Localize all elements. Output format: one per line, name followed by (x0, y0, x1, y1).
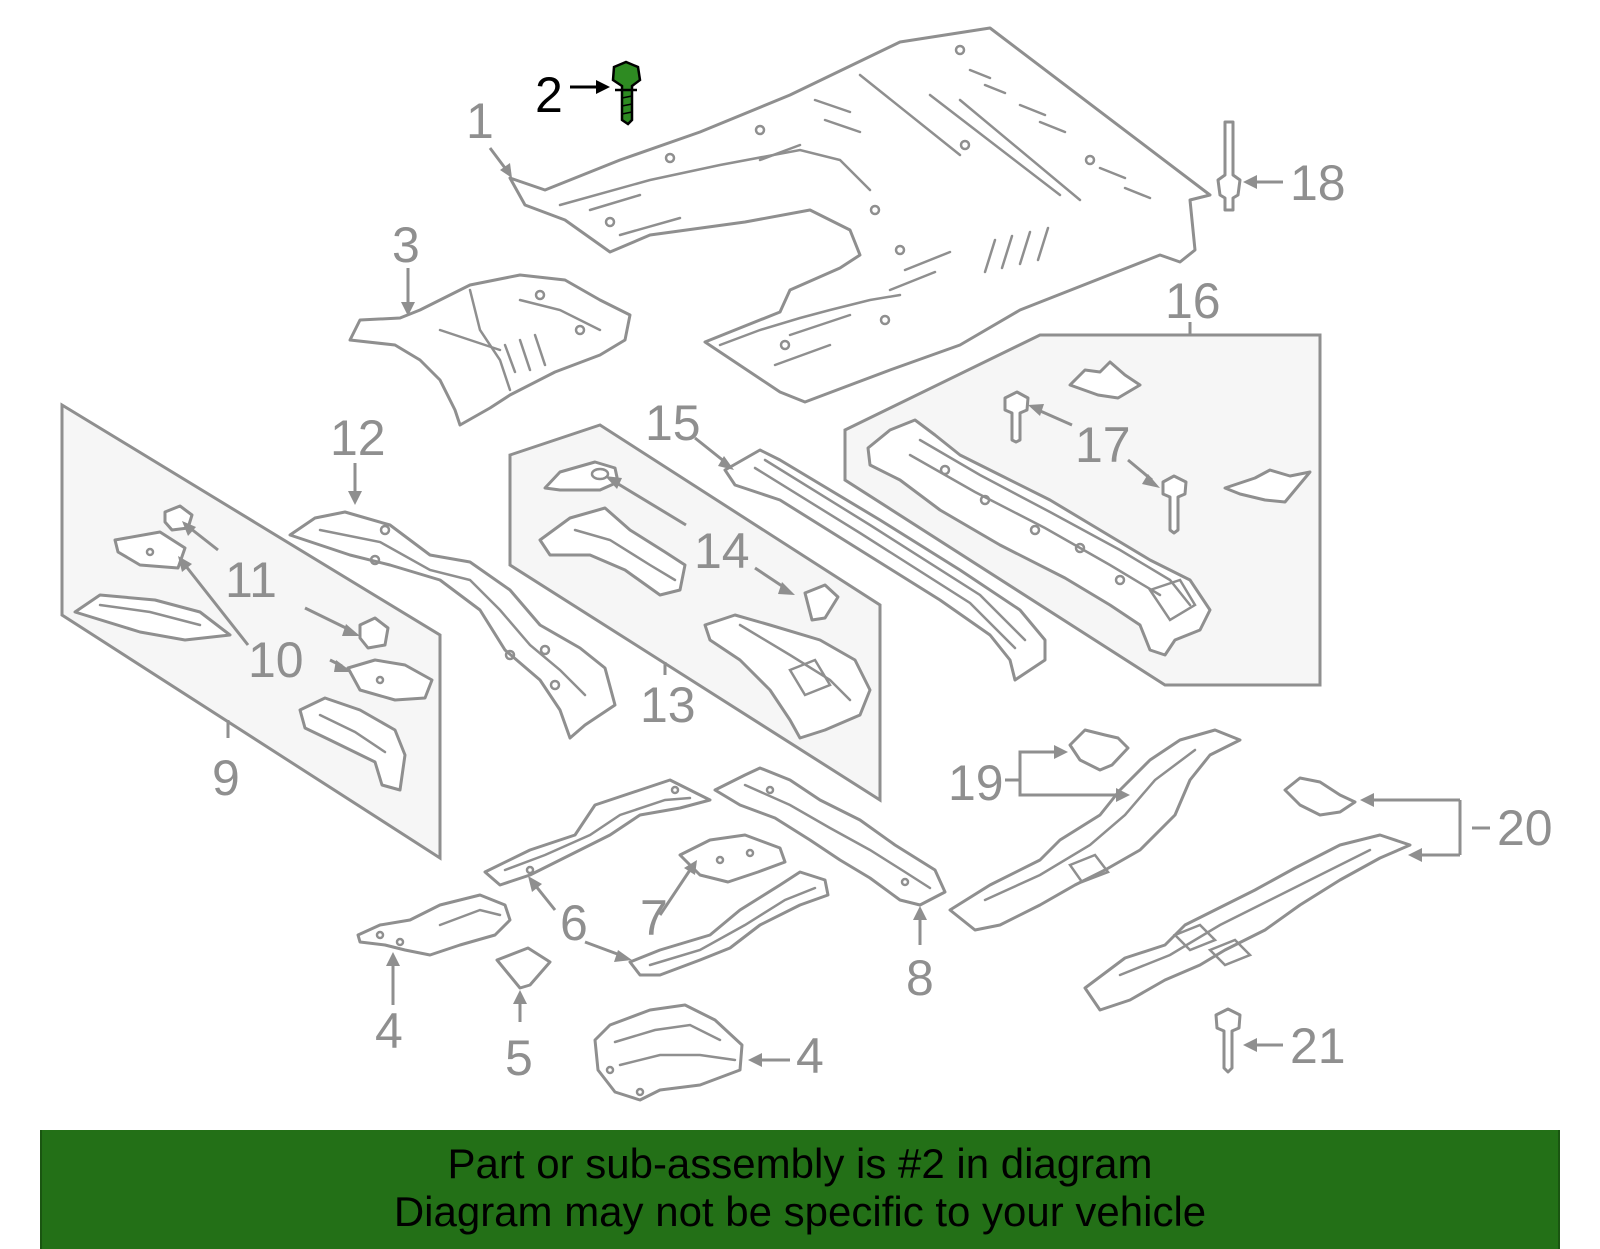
bracket-part-20[interactable] (1283, 776, 1357, 817)
callout-20: 20 (1497, 800, 1553, 856)
callout-1: 1 (466, 93, 494, 149)
callout-4-lower: 4 (796, 1028, 824, 1084)
cap-part-14-small[interactable] (803, 583, 840, 622)
bracket-part-19[interactable] (1068, 728, 1130, 772)
callout-8: 8 (906, 950, 934, 1006)
callout-5: 5 (505, 1030, 533, 1086)
rail-part-16[interactable] (866, 418, 1212, 657)
bracket-part-5[interactable] (495, 946, 552, 990)
banner-line-1: Part or sub-assembly is #2 in diagram (447, 1140, 1153, 1187)
banner-line-2: Diagram may not be specific to your vehi… (393, 1188, 1207, 1235)
callout-4-left: 4 (375, 1003, 403, 1059)
floor-pan-part-1[interactable] (508, 26, 1212, 404)
callout-16: 16 (1165, 273, 1221, 329)
bracket-part-7[interactable] (678, 833, 787, 884)
rail-part-15[interactable] (723, 448, 1047, 682)
bolt-part-17-upper[interactable] (1003, 390, 1030, 444)
plate-part-4-left[interactable] (356, 893, 512, 957)
plate-part-4-lower[interactable] (593, 1003, 744, 1102)
bolt-part-21[interactable] (1214, 1007, 1242, 1074)
pin-part-18[interactable] (1216, 120, 1242, 212)
callout-19: 19 (948, 755, 1004, 811)
crossmember-part-6-lower[interactable] (628, 870, 830, 977)
rail-part-9-right[interactable] (298, 696, 407, 792)
callout-15: 15 (645, 395, 701, 451)
rail-part-19[interactable] (948, 728, 1242, 932)
bracket-part-14-mid[interactable] (538, 506, 687, 597)
crossmember-part-6-upper[interactable] (483, 778, 712, 887)
rail-part-20[interactable] (1083, 833, 1412, 1012)
callout-17: 17 (1075, 417, 1131, 473)
callout-11: 11 (225, 552, 277, 608)
callout-18: 18 (1290, 155, 1346, 211)
crossmember-part-8[interactable] (713, 766, 947, 907)
bolt-part-2-highlighted[interactable] (611, 60, 642, 126)
bracket-part-14-upper[interactable] (543, 460, 620, 492)
bracket-part-16-top[interactable] (1068, 360, 1142, 400)
floor-section-part-3[interactable] (348, 273, 632, 427)
rail-part-12[interactable] (288, 510, 617, 740)
bolt-part-17-lower[interactable] (1161, 474, 1188, 535)
info-banner: Part or sub-assembly is #2 in diagram Di… (40, 1130, 1560, 1249)
callout-6: 6 (560, 895, 588, 951)
rail-part-13[interactable] (703, 613, 872, 740)
callout-9: 9 (212, 750, 240, 806)
bracket-part-16-right[interactable] (1223, 468, 1312, 504)
callout-14: 14 (694, 523, 750, 579)
callout-7: 7 (640, 890, 668, 946)
callout-21: 21 (1290, 1018, 1346, 1074)
bracket-part-10-upper[interactable] (113, 530, 187, 570)
callout-2: 2 (535, 67, 563, 123)
callout-3: 3 (392, 217, 420, 273)
callout-12: 12 (330, 410, 386, 466)
callout-13: 13 (640, 677, 696, 733)
leader-lines (178, 80, 1490, 1067)
callout-10: 10 (248, 632, 304, 688)
bracket-part-11-lower[interactable] (358, 616, 390, 650)
rail-part-9-left[interactable] (73, 593, 232, 642)
bracket-part-10-lower[interactable] (346, 658, 434, 702)
